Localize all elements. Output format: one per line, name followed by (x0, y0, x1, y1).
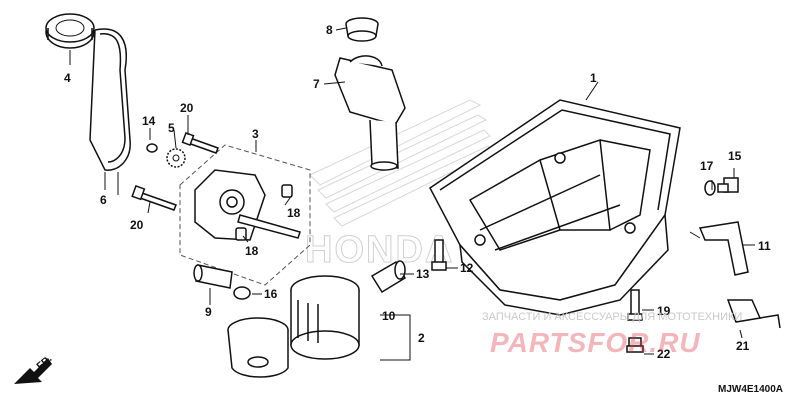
part-label-14: 14 (142, 114, 156, 128)
oil-pump-body (194, 169, 301, 241)
part-label-17: 17 (700, 159, 714, 173)
bolt-part-19 (627, 289, 643, 321)
bolt-part-lower (131, 184, 177, 211)
front-arrow-icon (14, 358, 52, 384)
washer-part (146, 143, 158, 153)
part-label-9: 9 (205, 305, 212, 319)
bracket-part (698, 221, 749, 276)
part-label-8: 8 (326, 23, 333, 37)
oil-filter-cap (227, 317, 289, 378)
part-label-4: 4 (64, 71, 71, 85)
part-label-20b: 20 (130, 218, 144, 232)
oil-strainer (334, 55, 406, 171)
part-label-7: 7 (313, 77, 320, 91)
part-label-18b: 18 (245, 244, 259, 258)
oil-pan (429, 99, 681, 316)
part-label-11: 11 (758, 239, 771, 253)
diagram-code: MJW4E1400A (718, 384, 783, 395)
sprocket-part (45, 13, 95, 49)
part-label-18a: 18 (287, 206, 301, 220)
part-label-22: 22 (657, 347, 671, 361)
clip-part (726, 299, 781, 329)
part-label-13: 13 (416, 267, 430, 281)
relief-valve-part (193, 264, 233, 289)
watermark-site: PARTSFOR.RU (490, 327, 701, 358)
bolt-part-22 (626, 337, 644, 353)
watermark-caption: ЗАПЧАСТИ И АКСЕССУАРЫ ДЛЯ МОТОТЕХНИКИ (482, 311, 742, 323)
drain-bolt-part (717, 177, 739, 193)
part-label-16: 16 (264, 287, 278, 301)
part-label-2: 2 (418, 331, 425, 345)
part-label-19: 19 (657, 304, 671, 318)
honda-brand-text: HONDA (305, 229, 454, 271)
part-label-12: 12 (460, 261, 474, 275)
strainer-seal (345, 17, 379, 42)
part-label-15: 15 (728, 149, 742, 163)
leader-lines (117, 27, 755, 355)
drive-chain (89, 28, 131, 171)
part-label-20a: 20 (180, 101, 194, 115)
part-label-10: 10 (382, 309, 396, 323)
pump-gear (166, 148, 186, 168)
honda-wing-logo (309, 99, 493, 227)
part-label-3: 3 (252, 127, 259, 141)
part-label-21: 21 (736, 339, 750, 353)
oil-filter (290, 275, 360, 360)
part-label-1: 1 (590, 71, 597, 85)
bolt-part-upper (181, 131, 219, 154)
part-label-6: 6 (100, 193, 107, 207)
drain-washer-part (704, 180, 716, 196)
o-ring-part (233, 286, 251, 300)
pan-bolt-part (431, 239, 447, 271)
part-label-5: 5 (168, 121, 175, 135)
oil-pump-assembly-box (179, 144, 311, 286)
